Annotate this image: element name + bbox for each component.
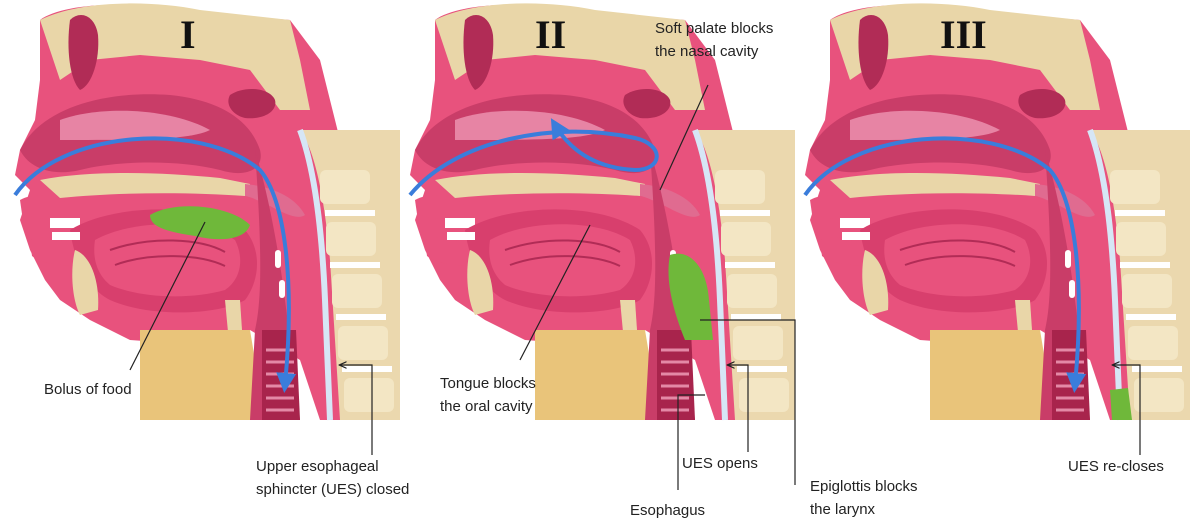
panel-2: II: [410, 3, 795, 420]
label-bolus: Bolus of food: [44, 381, 132, 398]
label-soft-palate-line1: Soft palate blocks: [655, 20, 773, 37]
label-esophagus: Esophagus: [630, 502, 705, 519]
panel-numeral-3: III: [940, 12, 987, 57]
label-ues-closed-line1: Upper esophageal: [256, 458, 379, 475]
label-epiglottis-line2: the larynx: [810, 501, 876, 518]
label-tongue-line1: Tongue blocks: [440, 375, 536, 392]
label-epiglottis-line1: Epiglottis blocks: [810, 478, 918, 495]
panel-1: I: [15, 3, 400, 420]
label-ues-recloses: UES re-closes: [1068, 458, 1164, 475]
panel-3: III: [805, 3, 1190, 420]
panel-numeral-1: I: [180, 12, 196, 57]
label-tongue-line2: the oral cavity: [440, 398, 533, 415]
label-ues-closed-line2: sphincter (UES) closed: [256, 481, 409, 498]
label-soft-palate-line2: the nasal cavity: [655, 43, 759, 60]
label-ues-opens: UES opens: [682, 455, 758, 472]
panel-numeral-2: II: [535, 12, 566, 57]
